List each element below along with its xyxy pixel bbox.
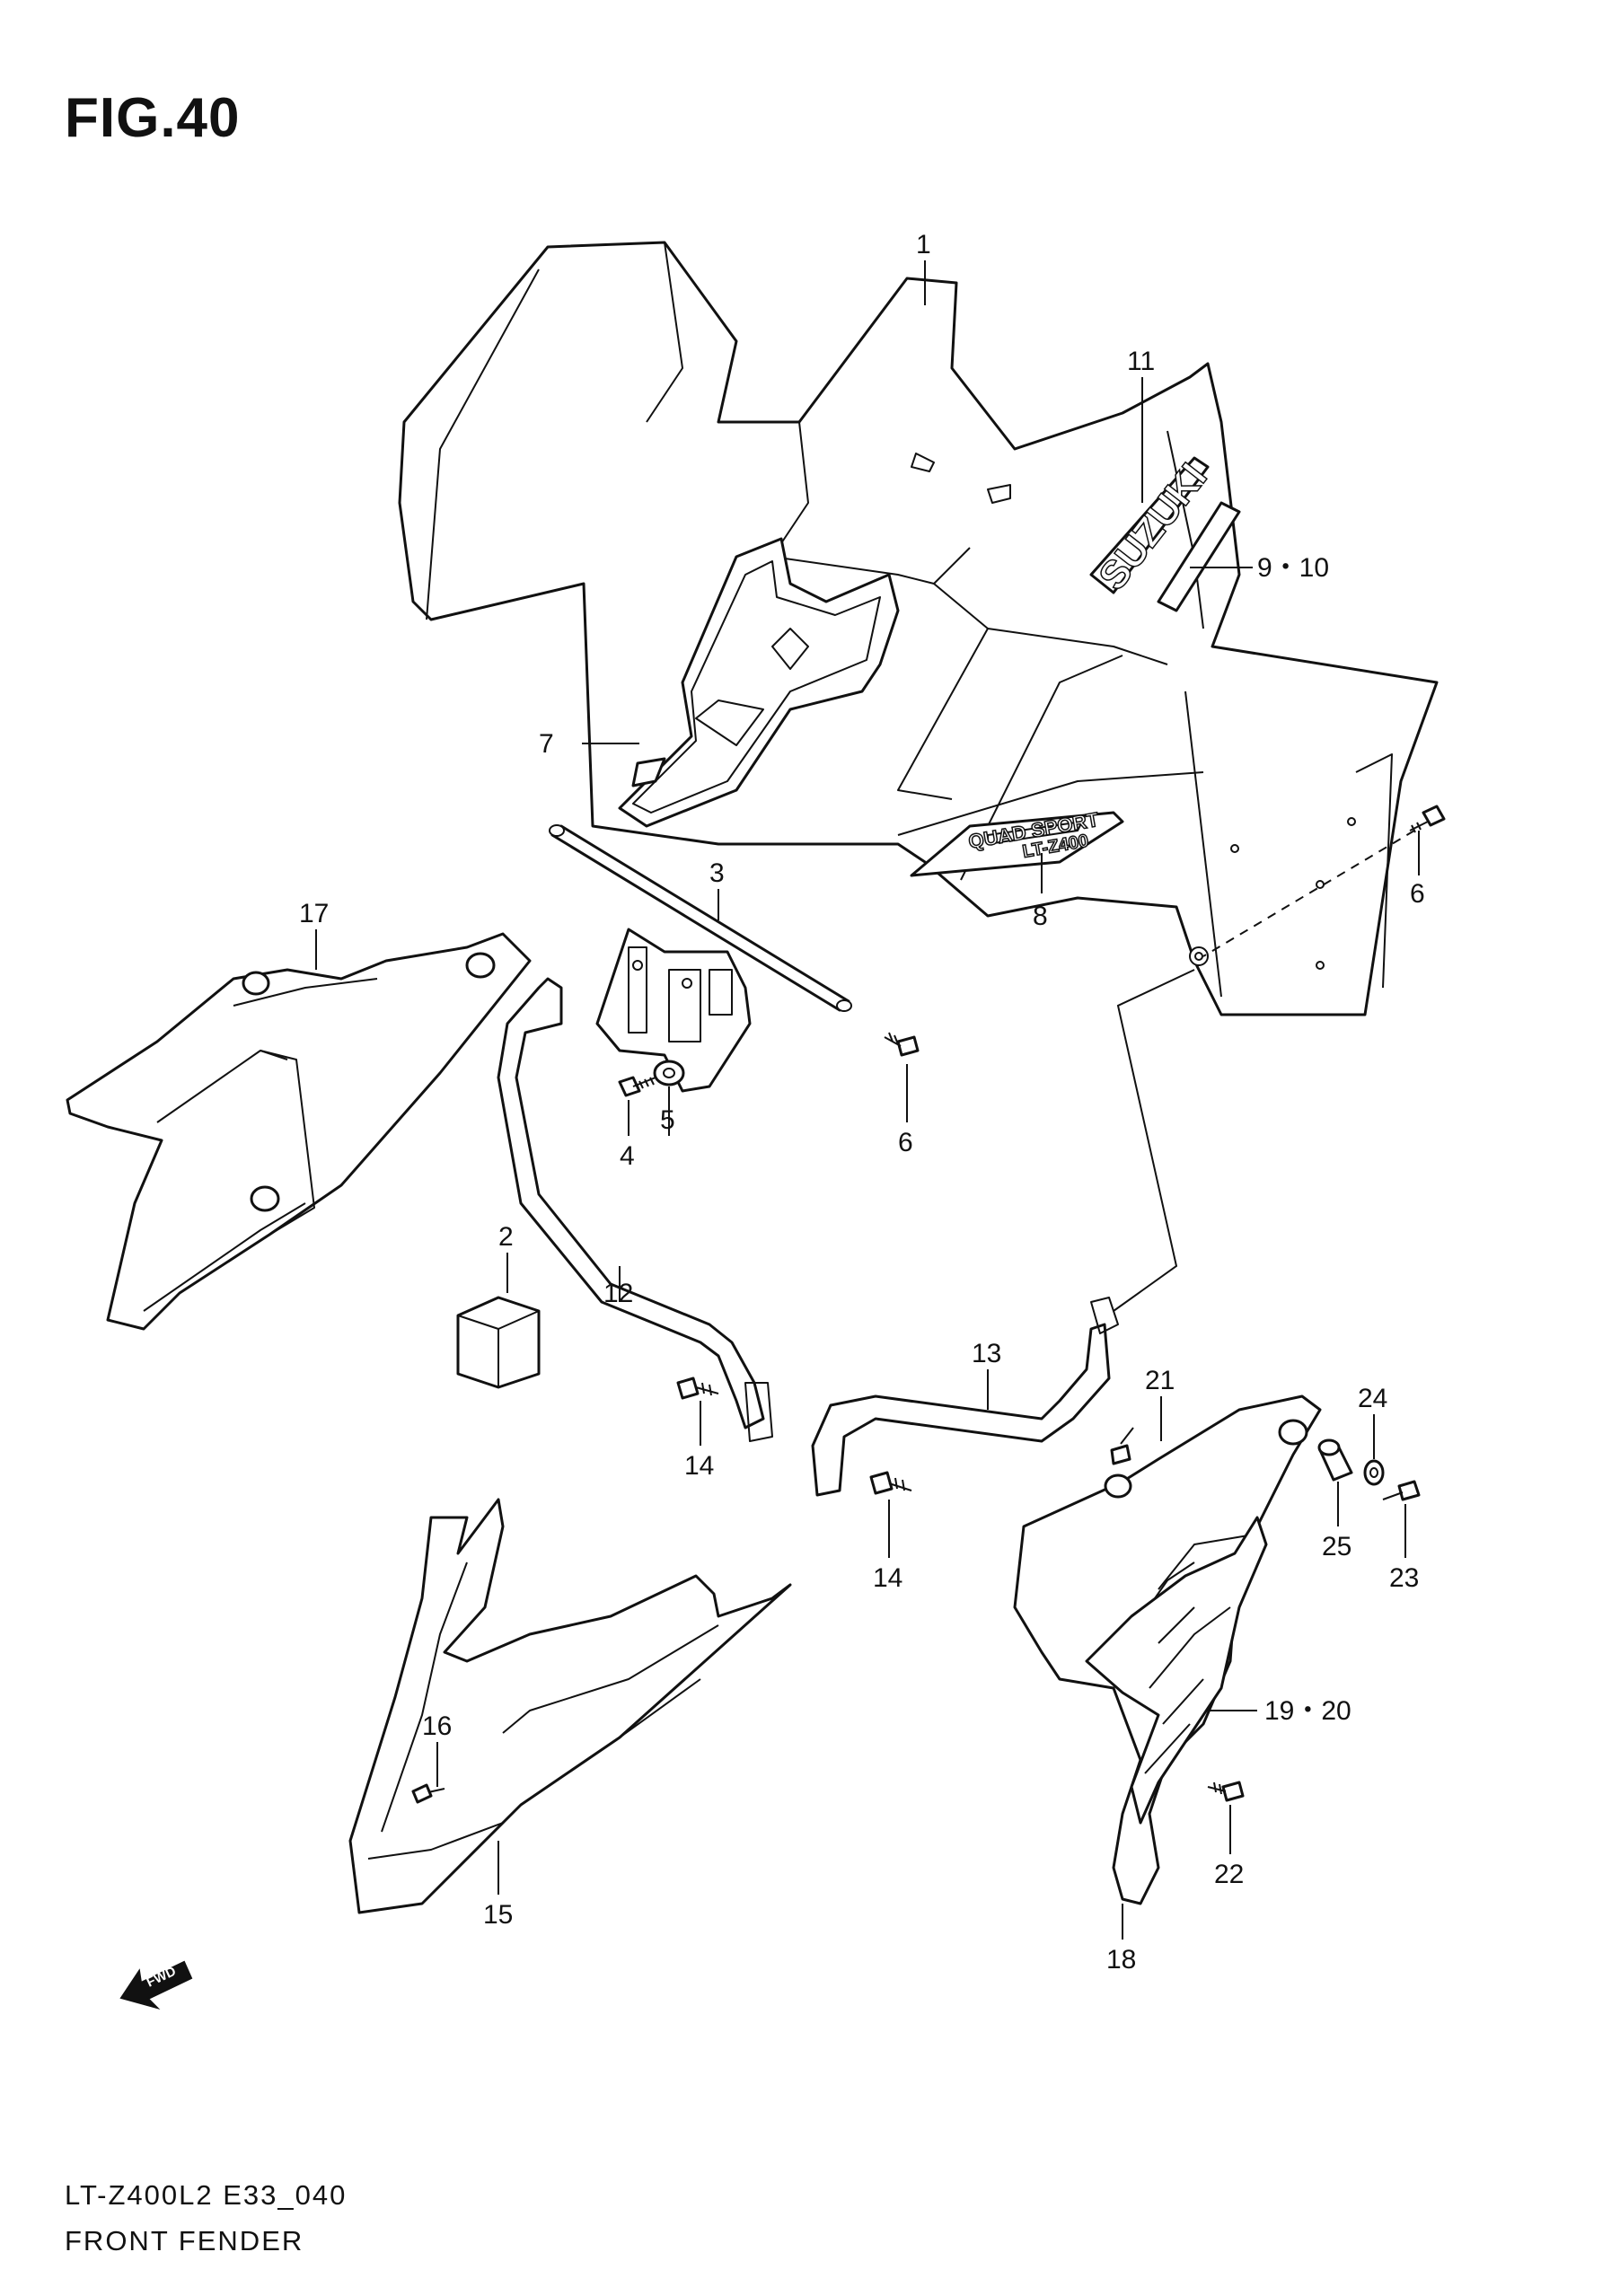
callout-1: 1 (916, 230, 931, 260)
screw-part-23 (1382, 1480, 1421, 1501)
callout-3: 3 (709, 858, 725, 888)
assembly-line-13 (1113, 969, 1195, 1312)
side-cover-decal (1085, 1516, 1268, 1825)
lower-side-cover (348, 1498, 792, 1914)
callout-24: 24 (1358, 1384, 1387, 1413)
callout-2: 2 (498, 1222, 514, 1252)
callout-19-20: 19・20 (1264, 1696, 1351, 1726)
collar-part-25 (1317, 1438, 1353, 1482)
figure-name: FRONT FENDER (65, 2225, 304, 2256)
model-code: LT-Z400L2 E33_040 (65, 2179, 348, 2211)
callout-12: 12 (603, 1279, 633, 1308)
callout-13: 13 (972, 1339, 1001, 1368)
callout-labels: 1 11 9・10 7 3 8 6 17 6 4 5 2 12 13 21 24… (299, 230, 1425, 1975)
callout-17: 17 (299, 899, 329, 928)
fender-emblem-decal (618, 537, 900, 828)
bolt-part-6-lower (884, 1032, 920, 1057)
screw-part-16 (411, 1783, 445, 1804)
leader-lines (315, 260, 1420, 1940)
callout-8: 8 (1033, 902, 1048, 931)
callout-14-left: 14 (684, 1451, 714, 1481)
side-stripe-decal (1157, 501, 1241, 612)
right-stay-pipe (811, 1297, 1119, 1497)
callout-11: 11 (1127, 347, 1155, 376)
left-stay-pipe (497, 977, 773, 1442)
screw-part-22 (1207, 1781, 1245, 1802)
cushion-part-2 (456, 1296, 541, 1389)
callout-15: 15 (483, 1900, 513, 1930)
callout-25: 25 (1322, 1532, 1351, 1561)
callout-6-upper: 6 (1410, 879, 1425, 909)
callout-14-right: 14 (873, 1563, 902, 1593)
callout-18: 18 (1106, 1945, 1136, 1975)
collar-part-5 (653, 1060, 685, 1086)
figure-title: FIG.40 (65, 87, 241, 149)
bolt-part-14-left (676, 1377, 719, 1400)
callout-9-10: 9・10 (1257, 553, 1329, 583)
front-fender (398, 241, 1439, 1016)
callout-23: 23 (1389, 1563, 1419, 1593)
left-side-cover (66, 932, 532, 1331)
callout-4: 4 (620, 1141, 635, 1171)
bolt-part-4 (618, 1076, 656, 1097)
callout-7: 7 (539, 729, 554, 759)
bolt-part-14-right (869, 1471, 912, 1495)
bolt-part-6-upper (1409, 805, 1446, 833)
callout-16: 16 (422, 1711, 452, 1741)
assembly-line-6 (1202, 830, 1415, 957)
callout-5: 5 (660, 1105, 675, 1135)
callout-22: 22 (1214, 1860, 1244, 1889)
fwd-direction-arrow: FWD (119, 1960, 193, 2010)
callout-21: 21 (1145, 1366, 1175, 1395)
washer-part-24 (1363, 1459, 1385, 1486)
fastener-part-21 (1110, 1427, 1134, 1465)
center-bracket (595, 928, 752, 1093)
callout-6-lower: 6 (898, 1128, 913, 1157)
support-rod (549, 824, 852, 1012)
